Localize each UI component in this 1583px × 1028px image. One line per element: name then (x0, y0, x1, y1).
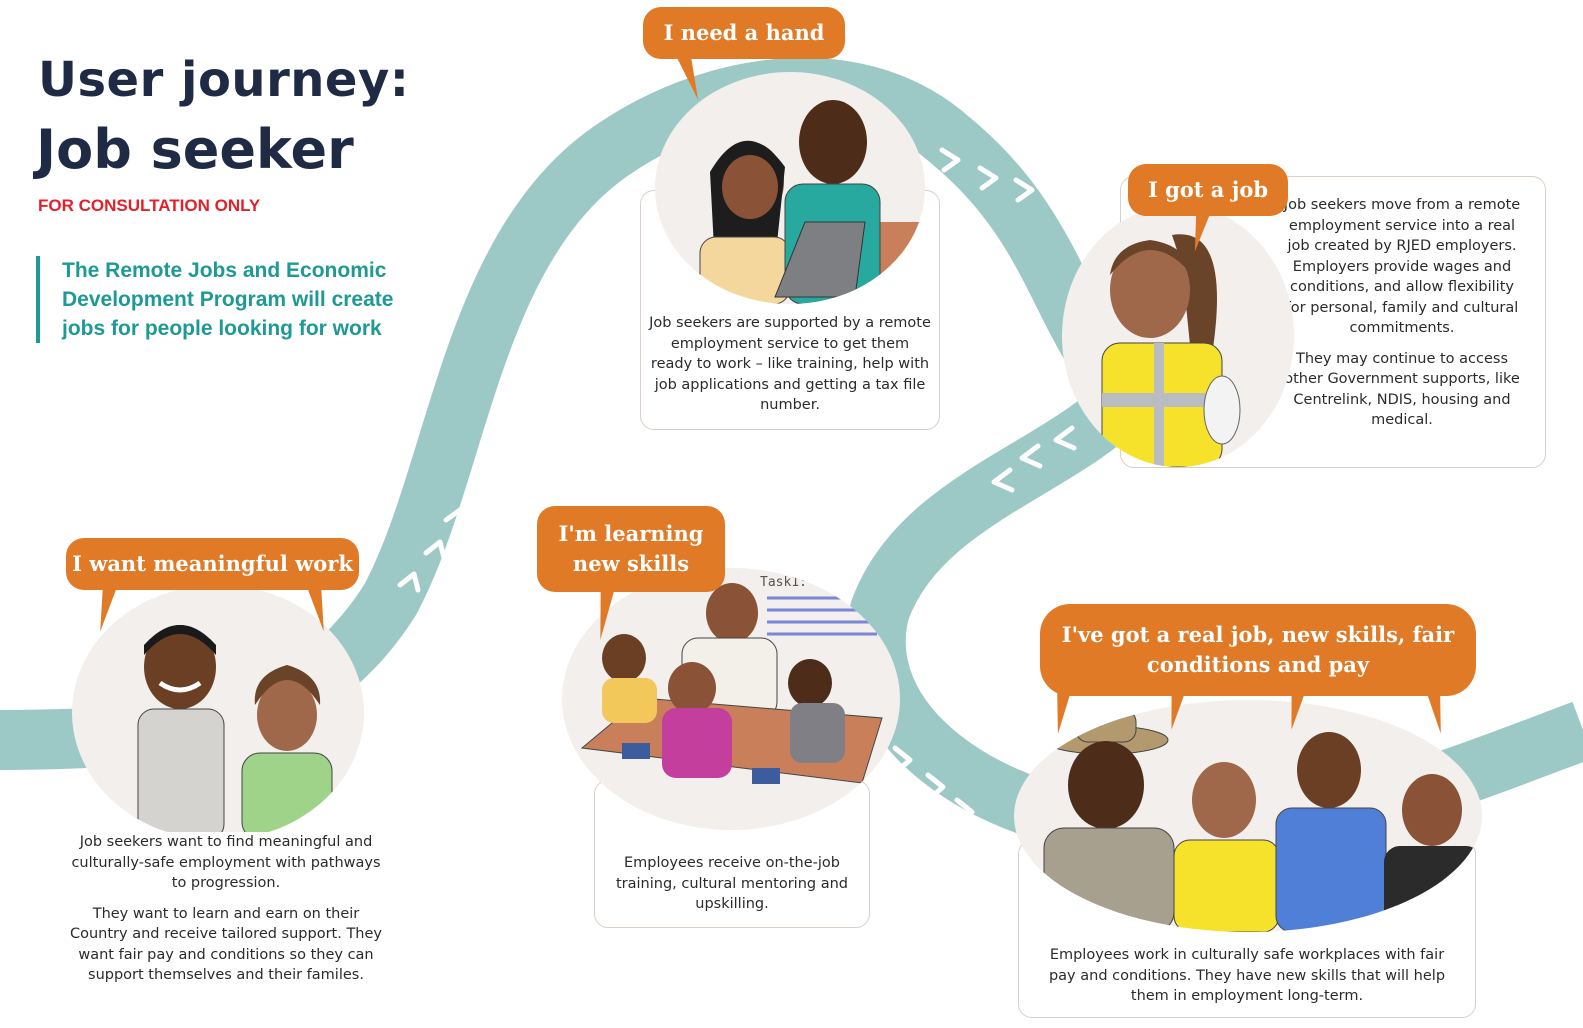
consultation-tag: FOR CONSULTATION ONLY (38, 196, 261, 215)
workplace-team-illustration (1043, 709, 1482, 932)
card-paragraph: They want to learn and earn on their Cou… (69, 905, 382, 984)
speech-bubble-meaningful-work: I want meaningful work (66, 538, 359, 590)
intro-statement: The Remote Jobs and Economic Development… (36, 256, 422, 343)
chevron-right-icon (977, 165, 999, 191)
chevron-right-icon (1013, 177, 1035, 203)
card-paragraph: Job seekers are supported by a remote em… (649, 315, 931, 413)
card-paragraph: Employees receive on-the-job training, c… (615, 855, 848, 912)
speech-bubble-learning-skills: I'm learning new skills (537, 506, 725, 592)
chevron-left-icon (991, 467, 1015, 493)
chevron-left-icon (1053, 425, 1077, 451)
whiteboard-text: Task1: (760, 575, 807, 590)
card-paragraph: Job seekers want to find meaningful and … (71, 834, 381, 891)
speech-text: I want meaningful work (72, 551, 353, 576)
job-seekers-illustration (137, 625, 333, 840)
speech-text: I'm learning new skills (558, 521, 704, 576)
chevron-left-icon (1019, 443, 1043, 469)
scene-got-a-job (1062, 205, 1294, 467)
speech-bubble-got-a-job: I got a job (1128, 164, 1288, 216)
chevron-up-icon (443, 507, 467, 529)
speech-text: I need a hand (663, 20, 825, 45)
speech-text: I've got a real job, new skills, fair co… (1061, 622, 1455, 677)
chevron-right-icon (925, 772, 946, 802)
classroom-illustration: Task1: (580, 575, 883, 784)
scene-real-job (1014, 700, 1482, 932)
speech-bubble-real-job: I've got a real job, new skills, fair co… (1040, 604, 1476, 696)
chevron-right-icon (954, 797, 975, 827)
chevron-up-icon (423, 539, 447, 561)
worker-hi-vis-illustration (1101, 234, 1241, 467)
scene-learning-skills: Task1: (562, 568, 900, 830)
speech-text: I got a job (1147, 177, 1269, 202)
speech-bubble-need-a-hand: I need a hand (643, 7, 845, 59)
page-subtitle: Job seeker (36, 118, 354, 181)
page-title: User journey: (38, 52, 410, 108)
card-meaningful-work: Job seekers want to find meaningful and … (66, 832, 386, 1012)
chevron-up-icon (397, 571, 421, 593)
chevron-right-icon (939, 147, 961, 173)
scene-meaningful-work (72, 585, 364, 840)
chevron-right-icon (892, 745, 913, 775)
support-worker-illustration (699, 100, 925, 304)
card-paragraph: Job seekers move from a remote employmen… (1283, 197, 1521, 336)
card-paragraph: They may continue to access other Govern… (1284, 350, 1520, 429)
card-paragraph: Employees work in culturally safe workpl… (1048, 947, 1446, 1004)
road-arrows (397, 147, 1077, 827)
scene-need-a-hand (655, 72, 925, 304)
